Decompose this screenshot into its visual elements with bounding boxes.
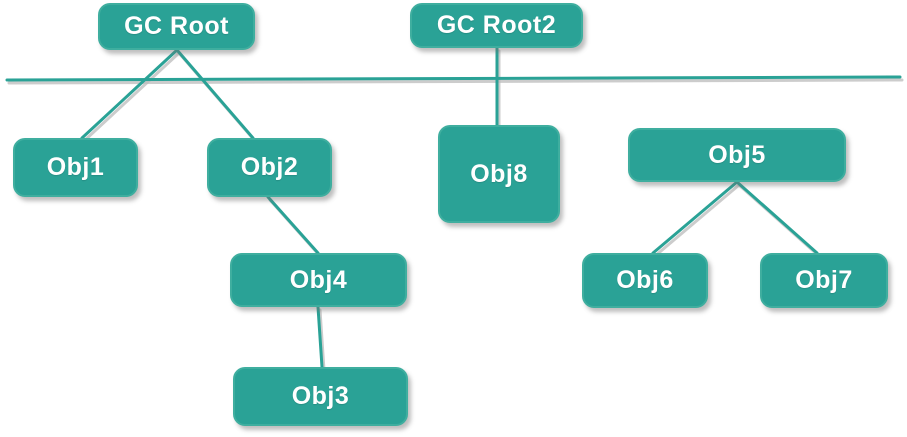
node-obj8-label: Obj8 [470,159,528,188]
node-obj3: Obj3 [233,367,408,426]
edge-obj4-obj3 [316,305,324,369]
node-obj2-label: Obj2 [240,153,299,181]
node-obj7-label: Obj7 [795,266,853,294]
node-obj1: Obj1 [13,138,138,197]
edge-obj2-obj4 [266,195,320,255]
separator-line [5,75,902,82]
node-gc-root2-label: GC Root2 [436,11,557,39]
node-gc-root2: GC Root2 [410,3,583,48]
connectors [5,46,902,369]
node-obj7: Obj7 [760,253,888,308]
node-obj4-label: Obj4 [289,265,348,294]
node-gc-root: GC Root [98,3,255,50]
node-gc-root-label: GC Root [124,12,229,40]
edge-gcroot-obj1 [80,48,179,140]
node-obj2: Obj2 [207,138,332,197]
edge-obj5-obj6 [651,180,739,255]
node-obj5-label: Obj5 [708,140,766,169]
node-obj6-label: Obj6 [616,266,674,294]
edge-gcroot-obj2 [175,48,255,140]
edge-obj5-obj7 [735,180,819,255]
node-obj8: Obj8 [438,125,560,223]
node-obj3-label: Obj3 [291,382,350,410]
node-obj5: Obj5 [628,128,846,182]
node-obj1-label: Obj1 [46,153,105,181]
node-obj4: Obj4 [230,253,407,307]
node-obj6: Obj6 [582,253,708,308]
